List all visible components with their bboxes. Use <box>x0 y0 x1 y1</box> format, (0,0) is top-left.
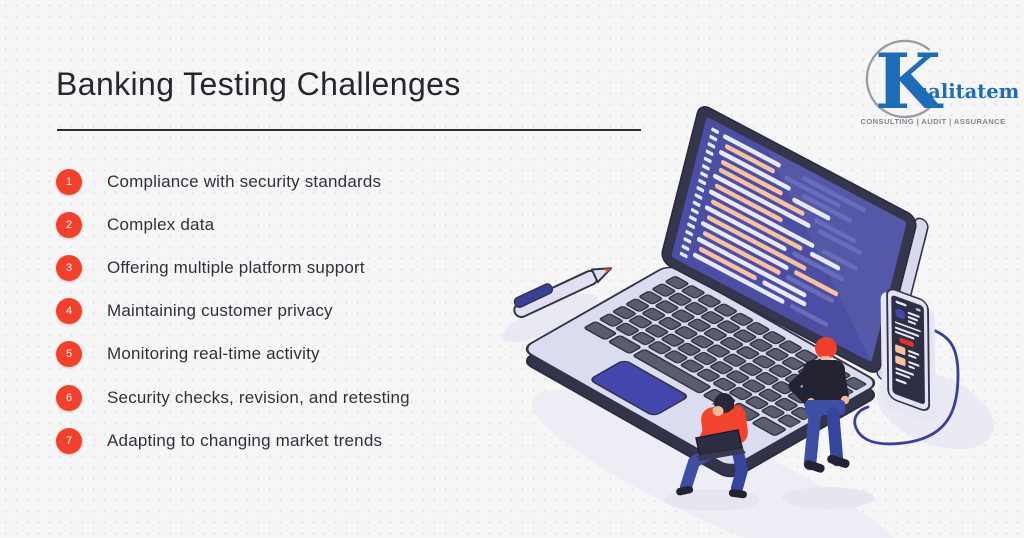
challenge-list: 1 Compliance with security standards 2 C… <box>56 160 486 462</box>
challenge-label: Monitoring real-time activity <box>107 344 320 364</box>
title-underline <box>57 129 641 131</box>
person-standing <box>788 337 850 473</box>
logo-initial: K <box>875 37 944 126</box>
list-item: 2 Complex data <box>56 203 486 246</box>
logo-circle-icon <box>865 39 935 119</box>
line-number-ticks <box>679 127 720 259</box>
challenge-label: Offering multiple platform support <box>107 257 365 277</box>
list-item: 4 Maintaining customer privacy <box>56 290 486 333</box>
challenge-label: Security checks, revision, and retesting <box>107 387 410 407</box>
challenge-number-badge: 5 <box>56 341 82 368</box>
list-item: 5 Monitoring real-time activity <box>56 333 486 376</box>
screen-display <box>671 117 907 362</box>
laptop-screen <box>661 106 929 382</box>
list-item: 6 Security checks, revision, and retesti… <box>56 376 486 419</box>
list-item: 3 Offering multiple platform support <box>56 246 486 289</box>
challenge-number-badge: 4 <box>56 298 82 325</box>
challenge-label: Adapting to changing market trends <box>107 430 383 450</box>
challenge-number-badge: 3 <box>56 254 82 281</box>
spacebar-key <box>633 349 711 394</box>
stylus-pen-icon <box>513 267 613 319</box>
logo-name-rest: ualitatem <box>914 80 1018 103</box>
list-item: 1 Compliance with security standards <box>56 160 486 203</box>
laptop-testing-illustration <box>501 106 994 538</box>
challenge-label: Maintaining customer privacy <box>107 301 333 321</box>
page-title: Banking Testing Challenges <box>56 66 461 102</box>
challenge-label: Complex data <box>107 214 215 234</box>
list-item: 7 Adapting to changing market trends <box>56 419 486 462</box>
cable <box>853 326 960 446</box>
challenge-number-badge: 1 <box>56 168 82 195</box>
trackpad <box>591 360 687 416</box>
challenge-number-badge: 6 <box>56 384 82 411</box>
phone-screen <box>891 295 925 404</box>
phone-app-content <box>894 300 921 385</box>
red-hair <box>815 337 837 359</box>
smartphone <box>880 288 936 423</box>
challenge-label: Compliance with security standards <box>107 171 382 191</box>
logo-tagline: CONSULTING | AUDIT | ASSURANCE <box>860 117 1005 126</box>
kualitatem-logo: K ualitatem CONSULTING | AUDIT | ASSURAN… <box>860 37 1018 126</box>
challenge-number-badge: 7 <box>56 427 82 454</box>
person-sitting <box>676 393 748 499</box>
code-lines <box>693 134 866 327</box>
challenge-number-badge: 2 <box>56 211 82 238</box>
